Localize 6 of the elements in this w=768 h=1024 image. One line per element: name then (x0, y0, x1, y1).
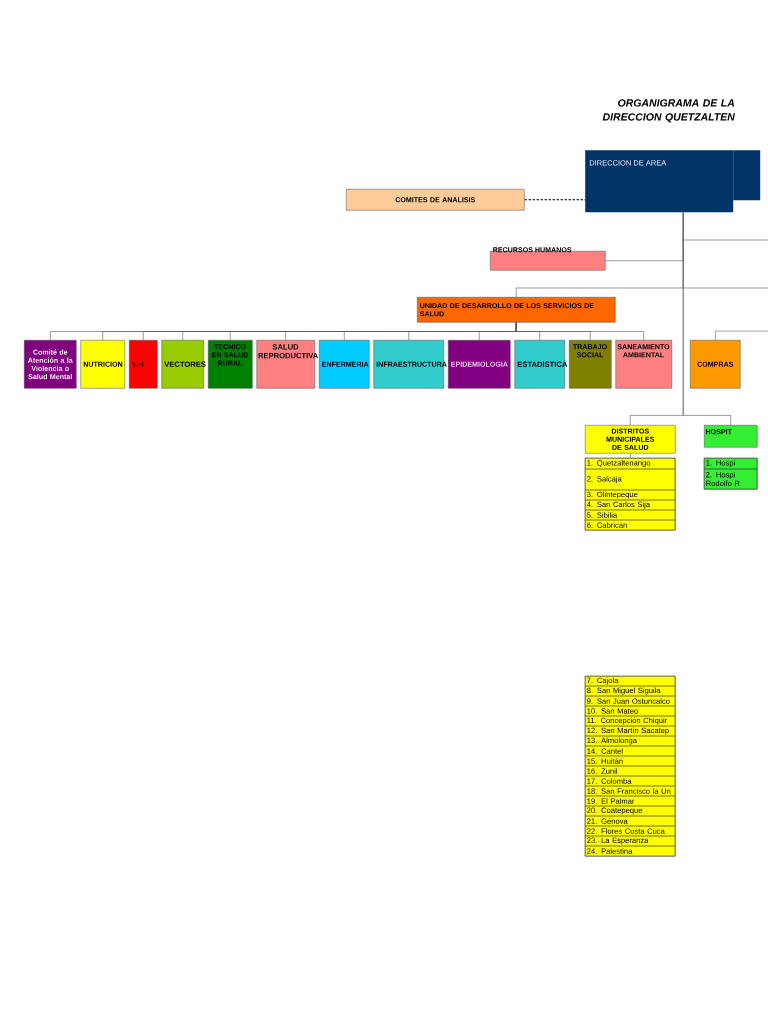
connector-line (524, 199, 586, 201)
connector-line (682, 212, 732, 426)
connector-line (714, 330, 768, 341)
title: ORGANIGRAMA DE LA DIRECCION QUETZALTEN (602, 99, 735, 123)
connector-line (629, 453, 631, 459)
connector-line (515, 322, 645, 341)
